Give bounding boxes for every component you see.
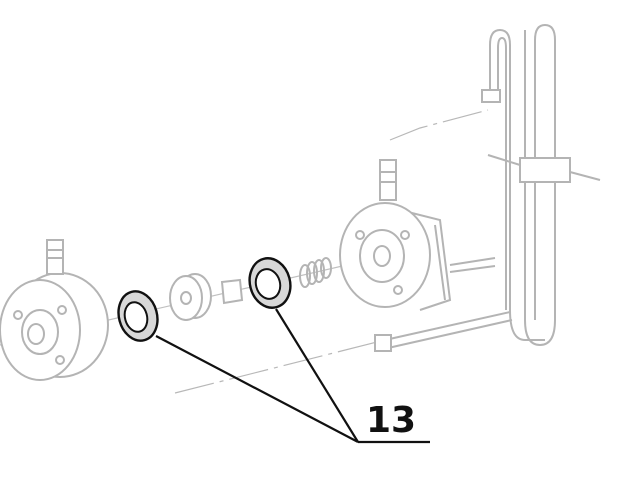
center-line [174,339,386,394]
flat-washer [169,273,212,321]
pump-body [339,159,496,311]
left-hub [0,239,109,381]
center-line-upper [389,109,489,141]
seal-ring-1 [117,290,159,342]
part-number-label: 13 [366,400,417,441]
brake-pipes [374,23,601,352]
seal-ring-2 [248,257,292,309]
square-insert [220,278,244,305]
callout-leaders [155,308,430,444]
spring [299,257,332,288]
